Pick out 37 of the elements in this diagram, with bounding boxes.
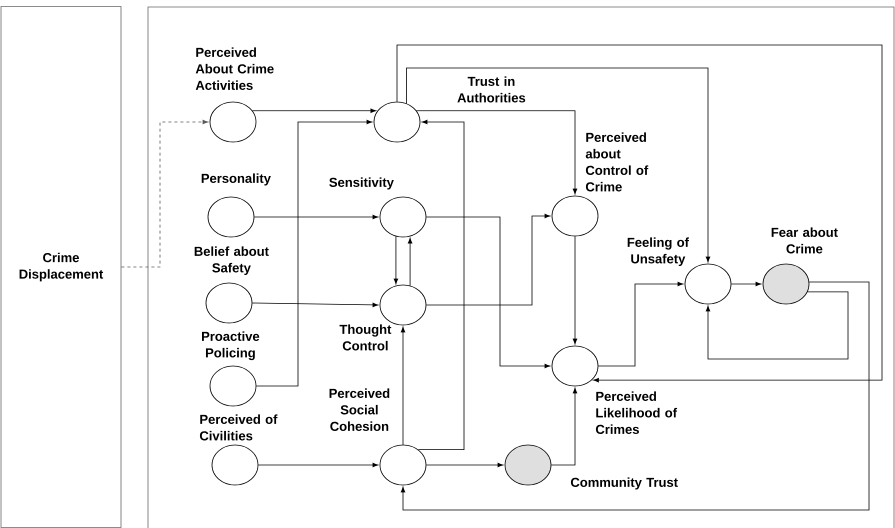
arrow [408, 238, 412, 286]
arrow [394, 236, 398, 284]
variable-label: Personality [202, 173, 271, 186]
arrow [256, 120, 372, 386]
variable-label: Feeling of Unsafety [628, 237, 689, 266]
variable-label: Perceived Likelihood of Crimes [596, 391, 678, 434]
variable-label: Perceived Social Cohesion [330, 388, 390, 431]
dashed-arrow [121, 120, 208, 268]
arrow [254, 214, 378, 220]
arrow [426, 462, 504, 468]
variable-label: Perceived About Crime Activities [196, 47, 274, 90]
variable-label: Perceived about Control of Crime [586, 132, 648, 192]
arrow [400, 326, 406, 445]
arrow [731, 282, 762, 286]
arrow [258, 462, 378, 468]
arrow [426, 216, 550, 368]
variable-label: Trust in Authorities [457, 76, 526, 102]
variable-label: Proactive Policing [202, 331, 260, 360]
arrow [418, 120, 464, 450]
arrow [252, 302, 378, 308]
arrow [426, 214, 550, 306]
variable-label: Thought Control [340, 324, 392, 350]
text-box: Crime Displacement [0, 6, 122, 528]
arrow [598, 282, 684, 366]
arrow [706, 291, 848, 360]
arrow [400, 282, 870, 510]
variable-label: Perceived of Civilities [200, 414, 278, 440]
arrow [252, 108, 376, 113]
variable-label: Fear about Crime [772, 227, 838, 254]
arrow [396, 44, 882, 382]
variable-label: Community Trust [570, 477, 678, 490]
arrow [551, 388, 578, 466]
arrow [406, 68, 710, 262]
arrow [416, 110, 578, 194]
variable-label: Sensitivity [329, 177, 394, 190]
arrow [572, 236, 578, 344]
variable-label: Belief about Safety [194, 246, 269, 276]
